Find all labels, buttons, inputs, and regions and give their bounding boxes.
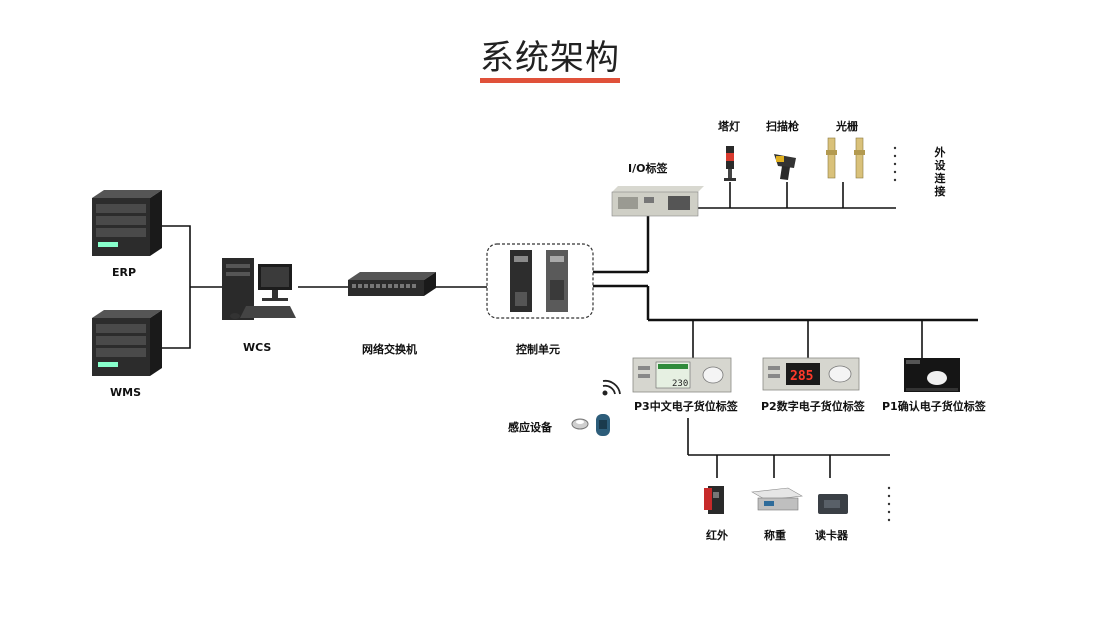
control-unit-icon (486, 243, 594, 319)
weighing-label: 称重 (764, 529, 786, 542)
page-title: 系统架构 (480, 38, 620, 78)
erp-server-icon (92, 190, 162, 256)
io-label: I/O标签 (628, 162, 668, 175)
wcs-workstation-icon (222, 258, 296, 320)
wifi-icon (602, 379, 621, 396)
weighing-scale-icon (751, 487, 803, 511)
p3-label: P3中文电子货位标签 (634, 400, 738, 413)
title-underline (480, 78, 620, 83)
connection-lines (162, 182, 978, 478)
infrared-sensor-icon (704, 486, 724, 514)
card-reader-label: 读卡器 (815, 529, 848, 542)
p3-display-digits: 230 (672, 379, 688, 389)
tower-light-label: 塔灯 (718, 120, 740, 133)
tower-light-icon (724, 146, 736, 181)
p2-digital-label-device-icon (762, 357, 860, 391)
card-reader-icon (818, 494, 848, 514)
control-unit-label: 控制单元 (516, 343, 560, 356)
p3-chinese-label-device-icon (632, 357, 732, 393)
p1-confirm-label-device-icon (904, 358, 960, 392)
light-curtain-label: 光栅 (836, 120, 858, 133)
more-peripherals-dots (893, 146, 897, 182)
wcs-label: WCS (243, 341, 272, 354)
p2-display-digits: 285 (790, 369, 813, 384)
wristband-sensor-icon (596, 414, 610, 436)
more-devices-dots (887, 486, 891, 522)
wms-label: WMS (110, 386, 142, 399)
ring-sensor-icon (571, 418, 589, 430)
peripheral-connection-label: 外设连接 (934, 146, 946, 198)
sensing-device-label: 感应设备 (508, 421, 552, 434)
network-switch-icon (348, 272, 436, 296)
network-switch-label: 网络交换机 (362, 343, 417, 356)
scanner-label: 扫描枪 (766, 120, 799, 133)
scanner-gun-icon (774, 154, 796, 180)
light-curtain-icon (826, 137, 865, 179)
io-label-device-icon (611, 186, 704, 217)
p1-label: P1确认电子货位标签 (882, 400, 986, 413)
wms-server-icon (92, 310, 162, 376)
p2-label: P2数字电子货位标签 (761, 400, 865, 413)
erp-label: ERP (112, 266, 137, 279)
infrared-label: 红外 (706, 529, 728, 542)
